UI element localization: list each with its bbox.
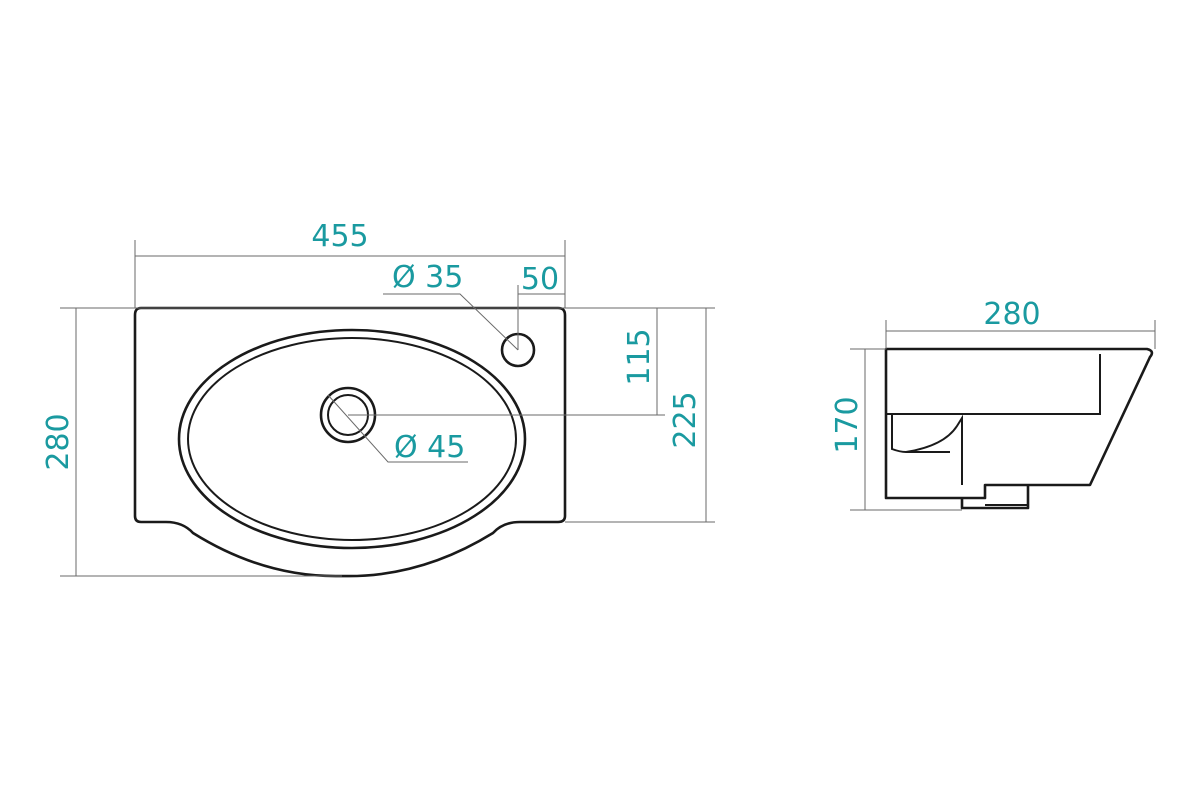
side-inner-curve — [891, 414, 963, 485]
leader-drain — [327, 394, 468, 463]
label-side-height: 170 — [830, 396, 865, 453]
label-tap-offset: 50 — [521, 262, 559, 297]
label-side-depth: 280 — [983, 297, 1040, 332]
bowl-outer-rim — [177, 328, 527, 550]
leader-tap-hole — [383, 293, 519, 351]
label-width: 455 — [311, 219, 368, 254]
side-view: 280 170 — [830, 297, 1156, 511]
basin-outer-outline — [133, 306, 567, 578]
bowl-inner-rim — [187, 337, 517, 541]
side-bowl-line — [886, 354, 1101, 415]
label-tap-hole: Ø 35 — [392, 260, 463, 295]
label-drain: Ø 45 — [394, 430, 465, 465]
label-drain-to-back: 225 — [668, 391, 703, 448]
label-depth: 280 — [41, 413, 76, 470]
side-body-outline — [884, 347, 1154, 500]
side-drain-outlet — [960, 485, 1030, 510]
top-view: 455 Ø 35 50 Ø 45 280 115 225 — [41, 219, 715, 578]
label-tap-to-drain: 115 — [622, 328, 657, 385]
